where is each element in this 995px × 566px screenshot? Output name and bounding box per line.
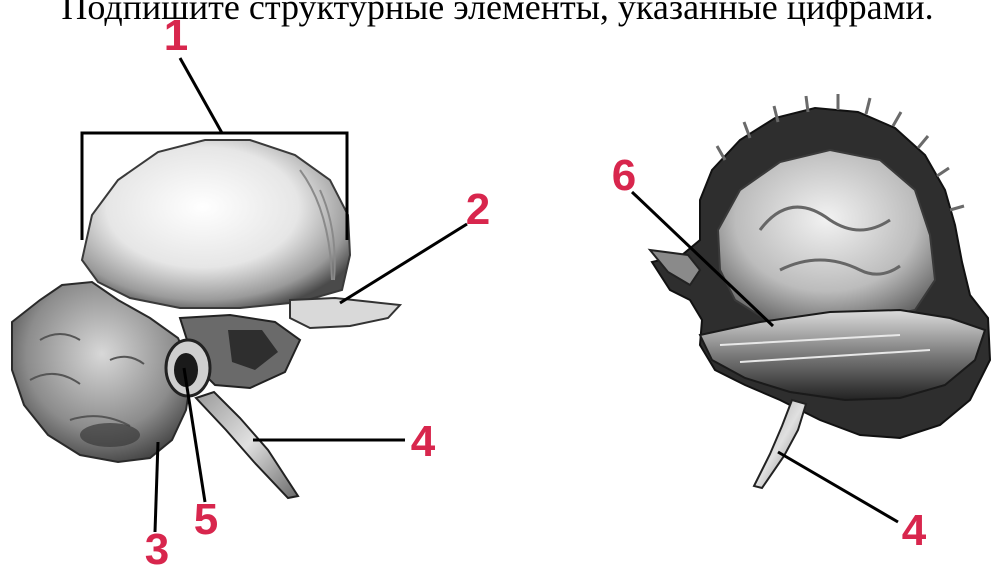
styloid-process-lateral (196, 392, 298, 498)
mastoid-shadow (80, 423, 140, 447)
squamous-part (82, 140, 350, 308)
label-1: 1 (164, 11, 188, 60)
leader-line-1 (180, 58, 222, 133)
label-6: 6 (612, 151, 636, 200)
label-3: 3 (145, 525, 169, 566)
leader-line-2 (340, 224, 467, 303)
label-2: 2 (466, 185, 490, 234)
leader-line-3 (155, 442, 158, 532)
leader-line-4b (778, 452, 898, 522)
temporal-bone-medial-view (650, 94, 990, 488)
styloid-process-medial (754, 400, 806, 488)
label-4-left: 4 (411, 417, 436, 466)
label-4-right: 4 (902, 506, 927, 555)
zygomatic-process (290, 298, 400, 328)
temporal-bone-lateral-view (12, 140, 400, 498)
label-5: 5 (194, 495, 218, 544)
